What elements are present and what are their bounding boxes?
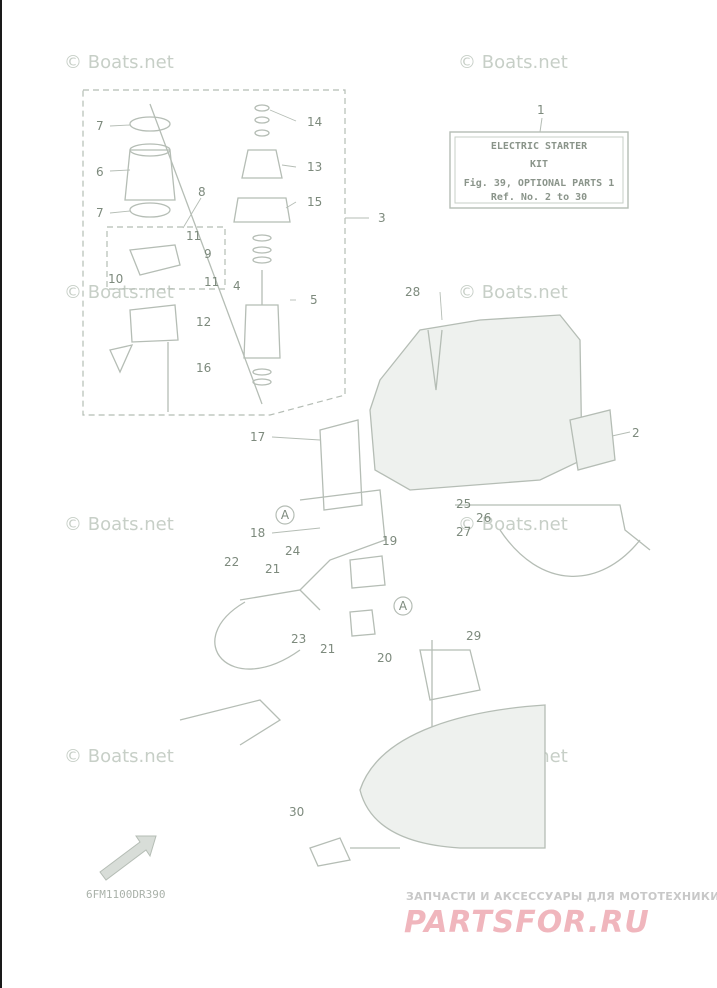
callout-label: 11 [186,229,201,243]
callout-label: 1 [537,103,545,117]
kit-ref-range: Ref. No. 2 to 30 [491,192,587,203]
reference-letter: A [281,508,290,522]
brand-tagline: ЗАПЧАСТИ И АКСЕССУАРЫ ДЛЯ МОТОТЕХНИКИ [406,890,717,903]
callout-label: 14 [307,115,322,129]
watermark: © Boats.net [458,282,568,303]
starter-motor-parts [109,116,181,412]
callout-label: 4 [233,279,241,293]
callout-label: 27 [456,525,471,539]
callout-label: 6 [96,165,104,179]
callout-label: 21 [320,642,335,656]
starter-relay-and-wiring [179,419,651,845]
o-ring-bottom [129,202,171,218]
callout-label: 21 [265,562,280,576]
watermark: © Boats.net [64,514,174,535]
callout-label: 2 [632,426,640,440]
callout-label: 16 [196,361,211,375]
brush-holder [129,244,181,276]
reference-letter: A [399,599,408,613]
callout-label: 11 [204,275,219,289]
starter-motor-assembly-outline [82,89,346,416]
armature-core [243,304,281,359]
leader-lines [109,109,631,534]
callout-label: 29 [466,629,481,643]
watermark: © Boats.net [64,746,174,767]
callout-labels: 7 6 7 8 11 9 10 11 12 16 14 13 15 3 4 5 … [96,103,640,819]
callout-label: 22 [224,555,239,569]
callout-label: 15 [307,195,322,209]
watermark: © Boats.net [64,52,174,73]
callout-label: 9 [204,247,212,261]
starter-motor-body [319,419,363,511]
kit-title: ELECTRIC STARTER [491,141,588,152]
neutral-switch [419,649,481,701]
callout-label: 3 [378,211,386,225]
watermark: © Boats.net [458,514,568,535]
lower-bracket [129,304,179,343]
kit-label-box: ELECTRIC STARTER KIT Fig. 39, OPTIONAL P… [449,117,629,209]
connection-reference-markers: A A [275,505,413,616]
o-ring-top [129,116,171,132]
kit-subtitle: KIT [530,159,548,170]
callout-label: 13 [307,160,322,174]
callout-label: 26 [476,511,491,525]
callout-label: 28 [405,285,420,299]
watermark: © Boats.net [64,282,174,303]
diagram-code: 6FM1100DR390 [86,888,165,901]
callout-label: 19 [382,534,397,548]
rectifier-unit [569,409,616,471]
bottom-cowling [309,704,546,867]
fuse-holder [349,609,376,637]
starter-relay [349,555,386,589]
front-bracket [233,197,291,223]
callout-label: 23 [291,632,306,646]
callout-label: 7 [96,206,104,220]
yoke-cover [124,149,176,201]
callout-label: 30 [289,805,304,819]
left-border [0,0,2,988]
kit-figure-ref: Fig. 39, OPTIONAL PARTS 1 [464,177,615,189]
armature-parts [149,103,291,405]
callout-label: 5 [310,293,318,307]
callout-label: 10 [108,272,123,286]
callout-label: 7 [96,119,104,133]
reference-circle [275,505,295,525]
callout-label: 17 [250,430,265,444]
front-direction-arrow-icon [99,835,157,881]
callout-label: 20 [377,651,392,665]
callout-label: 8 [198,185,206,199]
callout-label: 12 [196,315,211,329]
callout-label: 24 [285,544,300,558]
callout-label: 25 [456,497,471,511]
watermark: © Boats.net [458,52,568,73]
brand-logo: PARTSFOR.RU [404,905,650,940]
callout-label: 18 [250,526,265,540]
pinion-gear [241,149,283,179]
engine-block [369,314,616,491]
reference-circle [393,596,413,616]
